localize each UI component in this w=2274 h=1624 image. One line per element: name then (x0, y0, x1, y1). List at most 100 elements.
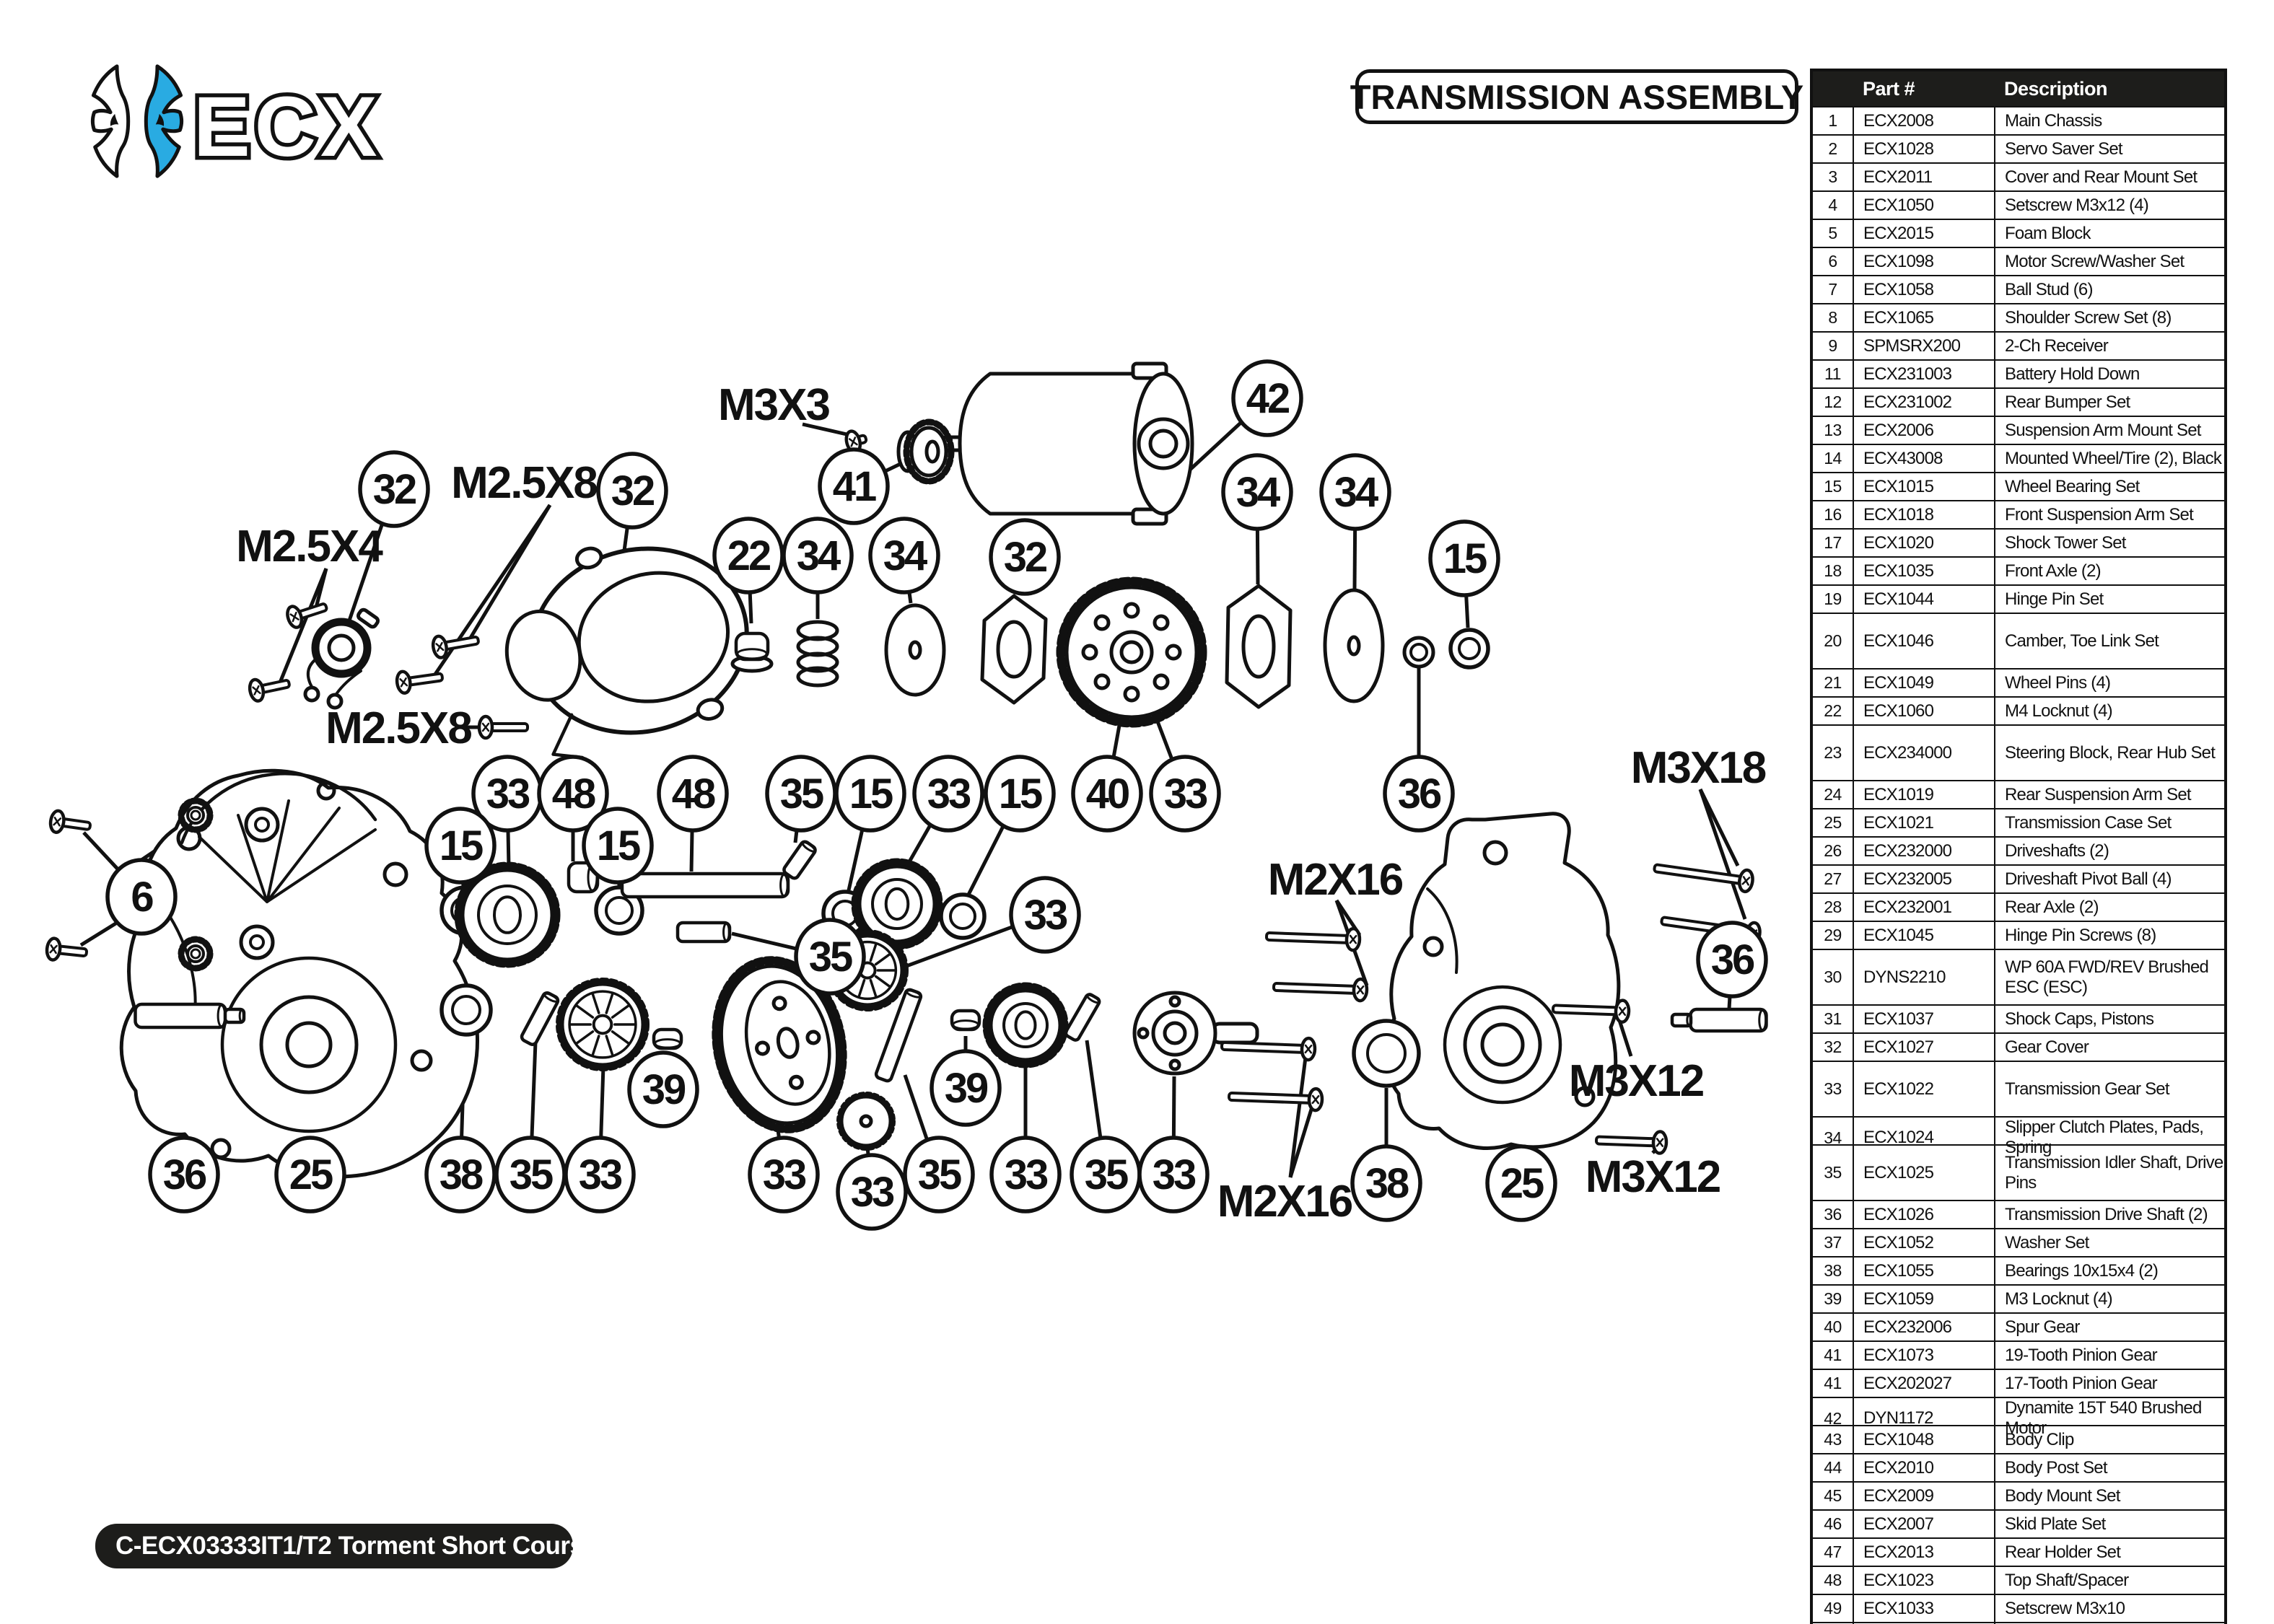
callout-number: 33 (1153, 1151, 1196, 1198)
callout-number: 35 (1085, 1151, 1128, 1198)
callout-number: 34 (1334, 469, 1378, 516)
cell-part: ECX1060 (1853, 698, 1994, 724)
cell-part: ECX2011 (1853, 164, 1994, 190)
callout-number: 39 (642, 1066, 686, 1113)
cell-num: 13 (1824, 421, 1842, 439)
gear-part (454, 861, 561, 968)
cell-desc: 2-Ch Receiver (1994, 333, 2224, 359)
cell-num: 14 (1824, 449, 1842, 468)
cell-num: 18 (1824, 561, 1842, 580)
cell-desc: Spur Gear (1994, 1314, 2224, 1340)
cell-part: ECX1059 (1853, 1286, 1994, 1312)
callout-35: 35 (794, 918, 866, 996)
cell-part: ECX232000 (1853, 838, 1994, 864)
cell-num: 48 (1824, 1571, 1842, 1589)
cell-desc: Rear Axle (2) (1994, 894, 2224, 921)
cell-desc: Setscrew M3x10 (1994, 1595, 2224, 1622)
callout-32: 32 (989, 518, 1061, 596)
hardware-parts (45, 429, 1768, 1155)
cell-num: 1 (1828, 111, 1837, 130)
cell-desc: M3 Locknut (4) (1994, 1286, 2224, 1312)
cell-desc: Servo Saver Set (1994, 136, 2224, 162)
logo-emblem-right (144, 64, 184, 178)
screw-part (1594, 1130, 1669, 1155)
callout-25: 25 (1485, 1144, 1557, 1222)
cell-part: DYN1172 (1853, 1398, 1994, 1439)
bearing-part (1352, 1019, 1421, 1088)
outdrive-cup (1132, 991, 1259, 1076)
cell-num: 3 (1828, 167, 1837, 186)
cell-num: 47 (1824, 1542, 1842, 1561)
cell-part: ECX1028 (1853, 136, 1994, 162)
callout-38: 38 (1350, 1144, 1422, 1222)
size-label: M2.5X8 (325, 703, 471, 753)
cell-num: 43 (1824, 1430, 1842, 1449)
cell-desc: Wheel Pins (4) (1994, 670, 2224, 696)
cell-part: ECX1046 (1853, 614, 1994, 668)
pinion-gear (896, 418, 955, 485)
cell-desc: Cover and Rear Mount Set (1994, 164, 2224, 190)
callout-42: 42 (1231, 359, 1303, 437)
cell-desc: Transmission Case Set (1994, 809, 2224, 836)
header-part: Part # (1863, 77, 1915, 100)
callout-number: 15 (849, 771, 893, 817)
ecx-logo: ECX (90, 64, 381, 179)
cell-desc: Motor Screw/Washer Set (1994, 248, 2224, 275)
pin-part (620, 872, 790, 899)
callout-48: 48 (537, 755, 609, 833)
screw-part (248, 677, 291, 703)
cell-num: 22 (1824, 701, 1842, 720)
callout-number: 35 (780, 771, 823, 817)
callout-35: 35 (494, 1136, 567, 1213)
slipper-plate-34b (1225, 584, 1293, 709)
callout-36: 36 (148, 1136, 220, 1213)
cell-num: 30 (1824, 967, 1842, 986)
cell-num: 41 (1824, 1346, 1842, 1364)
cell-desc: Dynamite 15T 540 Brushed Motor (1994, 1398, 2224, 1439)
cell-num: 41 (1824, 1374, 1842, 1392)
size-label: M3X18 (1631, 743, 1766, 793)
title-box: TRANSMISSION ASSEMBLY (1350, 69, 1803, 124)
screw-part (45, 936, 89, 962)
callout-number: 36 (1711, 936, 1754, 983)
callout-number: 33 (763, 1151, 806, 1198)
cell-num: 24 (1824, 785, 1842, 804)
size-label: M2.5X8 (451, 458, 597, 508)
callout-33: 33 (989, 1136, 1062, 1213)
cell-part: ECX1022 (1853, 1062, 1994, 1116)
cell-num: 36 (1824, 1205, 1842, 1224)
callout-15: 15 (1428, 519, 1500, 597)
callout-39: 39 (930, 1049, 1002, 1127)
cell-part: ECX2007 (1853, 1511, 1994, 1537)
size-label: M3X3 (718, 380, 829, 430)
cell-desc: Rear Holder Set (1994, 1539, 2224, 1566)
callout-number: 34 (1236, 469, 1280, 516)
cell-desc: M4 Locknut (4) (1994, 698, 2224, 724)
callout-number: 40 (1086, 771, 1129, 817)
callout-33: 33 (912, 755, 984, 833)
size-label: M3X12 (1569, 1056, 1703, 1106)
cell-part: ECX1052 (1853, 1229, 1994, 1256)
page-title: TRANSMISSION ASSEMBLY (1350, 77, 1804, 116)
cell-num: 28 (1824, 897, 1842, 916)
right-case-half (1383, 812, 1621, 1150)
gear-part (851, 858, 943, 950)
callout-33: 33 (471, 755, 543, 833)
cell-desc: Transmission Gear Set (1994, 1062, 2224, 1116)
